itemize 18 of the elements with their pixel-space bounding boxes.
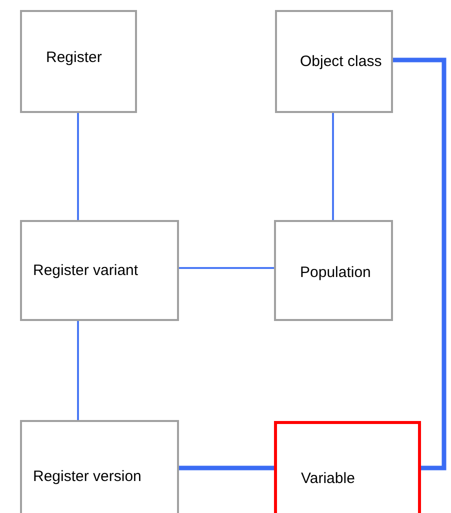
box-label: Register variant — [33, 262, 138, 279]
connector-line — [332, 113, 334, 220]
process-box — [275, 10, 393, 113]
process-box — [20, 220, 179, 321]
connector-line — [77, 113, 79, 220]
process-box — [274, 421, 421, 513]
box-label: Register — [46, 49, 102, 66]
connector-line — [179, 466, 274, 470]
box-label: Variable — [301, 470, 355, 487]
box-label: Register version — [33, 468, 142, 485]
connector-line — [77, 321, 79, 420]
process-box — [20, 420, 179, 513]
box-label: Object class — [300, 53, 382, 70]
process-box — [274, 220, 393, 321]
process-box — [20, 10, 137, 113]
box-label: Population — [300, 264, 371, 281]
connector-line — [393, 58, 446, 470]
connector-line — [179, 267, 274, 269]
